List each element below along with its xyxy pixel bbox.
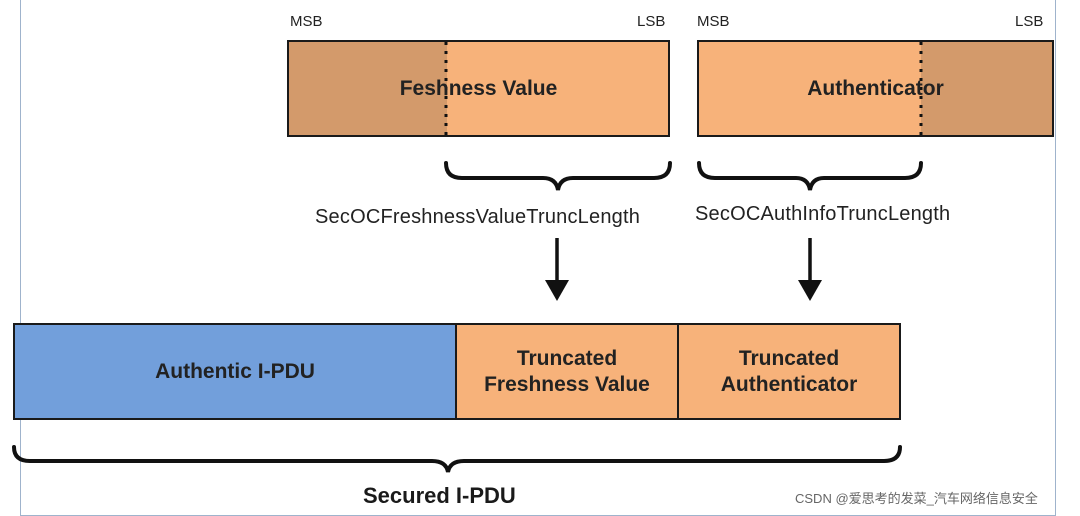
truncated-auth-line1: Truncated: [738, 346, 840, 370]
truncated-auth-line2: Authenticator: [720, 372, 858, 396]
freshness-value-label: Feshness Value: [399, 76, 558, 100]
auth-trunc-length-label: SecOCAuthInfoTruncLength: [695, 203, 951, 225]
lsb-label-authenticator: LSB: [1015, 13, 1044, 30]
truncated-freshness-line2: Freshness Value: [484, 372, 650, 396]
msb-label-freshness: MSB: [290, 13, 323, 30]
authentic-ipdu-label: Authentic I-PDU: [155, 359, 315, 383]
authenticator-box: Authenticator: [697, 40, 1054, 137]
freshness-value-box: Feshness Value: [287, 40, 670, 137]
truncated-freshness-line1: Truncated: [516, 346, 618, 370]
msb-label-authenticator: MSB: [697, 13, 730, 30]
freshness-trunc-length-label: SecOCFreshnessValueTruncLength: [315, 206, 641, 228]
authenticator-arrow-head: [798, 280, 822, 301]
lsb-label-freshness: LSB: [637, 13, 666, 30]
authenticator-brace: [697, 161, 923, 191]
freshness-brace: [444, 161, 672, 191]
truncated-freshness-box: Truncated Freshness Value: [455, 323, 679, 420]
csdn-watermark: CSDN @爱思考的发菜_汽车网络信息安全: [795, 491, 1038, 506]
truncated-authenticator-box: Truncated Authenticator: [677, 323, 901, 420]
authentic-ipdu-box: Authentic I-PDU: [13, 323, 457, 420]
authenticator-label: Authenticator: [807, 76, 944, 100]
freshness-arrow-head: [545, 280, 569, 301]
secured-ipdu-caption: Secured I-PDU: [363, 483, 516, 508]
secured-ipdu-brace: [12, 445, 902, 473]
